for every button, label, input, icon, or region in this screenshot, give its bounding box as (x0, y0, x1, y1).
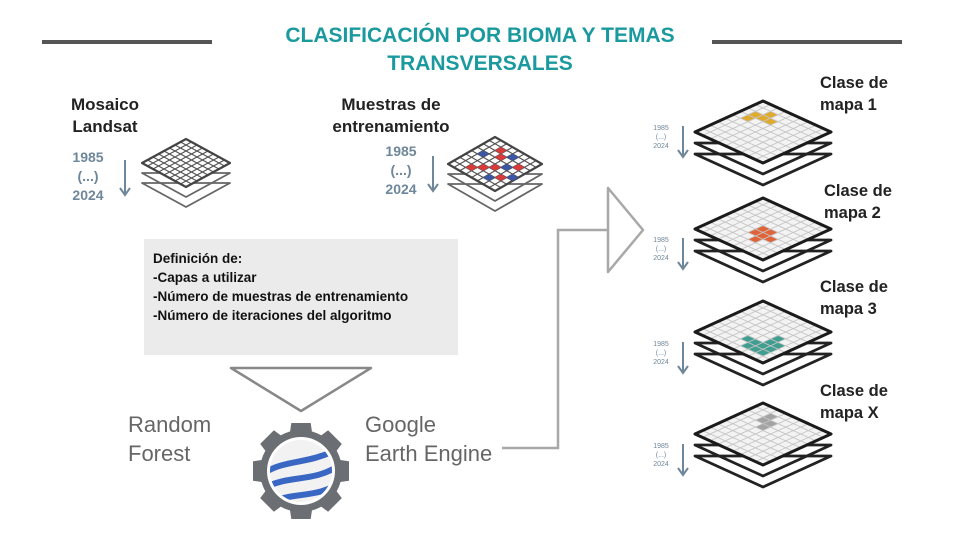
class-year-mid: (...) (655, 452, 667, 459)
landsat-years: 1985 (...) 2024 (64, 148, 112, 205)
training-sample-cell (495, 174, 507, 181)
samples-label: Muestras de entrenamiento (325, 94, 457, 138)
class-year-end: 2024 (653, 359, 669, 366)
algorithm-line1: Random (128, 412, 212, 437)
class-label-line1: Clase de (820, 74, 888, 92)
class-year-start: 1985 (653, 341, 669, 348)
class-label-line2: mapa 1 (820, 96, 877, 114)
class-years: 1985 (...) 2024 (646, 236, 676, 263)
definition-item-layers: -Capas a utilizar (153, 270, 257, 285)
class-label-line1: Clase de (820, 278, 888, 296)
class-label: Clase de mapa 1 (820, 72, 888, 116)
platform-label: Google Earth Engine (365, 410, 492, 468)
class-year-mid: (...) (655, 134, 667, 141)
definition-item-samples: -Número de muestras de entrenamiento (153, 289, 409, 304)
class-year-start: 1985 (653, 443, 669, 450)
training-sample-cell (477, 150, 490, 158)
class-label: Clase de mapa 3 (820, 276, 888, 320)
samples-year-end: 2024 (385, 181, 417, 197)
training-sample-cell (506, 174, 519, 181)
class-map-stack-icon (693, 196, 833, 284)
samples-grid-stack-icon (446, 135, 544, 212)
class-label-line1: Clase de (820, 382, 888, 400)
landsat-time-arrow-icon (119, 160, 131, 197)
platform-line1: Google (365, 412, 436, 437)
landsat-label: Mosaico Landsat (60, 94, 150, 138)
samples-time-arrow-icon (427, 156, 439, 193)
class-year-start: 1985 (653, 125, 669, 132)
samples-label-line1: Muestras de (341, 95, 441, 114)
training-sample-cell (495, 147, 507, 154)
training-sample-cell (483, 174, 495, 181)
class-label: Clase de mapa X (820, 380, 888, 424)
class-year-start: 1985 (653, 237, 669, 244)
earth-engine-logo-icon (253, 423, 349, 519)
samples-year-start: 1985 (385, 143, 417, 159)
class-year-mid: (...) (655, 350, 667, 357)
class-year-end: 2024 (653, 143, 669, 150)
class-label-line2: mapa 3 (820, 300, 877, 318)
landsat-year-mid: (...) (77, 168, 99, 184)
class-year-end: 2024 (653, 255, 669, 262)
class-years: 1985 (...) 2024 (646, 124, 676, 151)
funnel-triangle-icon (229, 366, 373, 413)
class-years: 1985 (...) 2024 (646, 442, 676, 469)
algorithm-label: Random Forest (128, 410, 211, 468)
training-sample-cell (495, 153, 507, 161)
samples-year-mid: (...) (390, 162, 412, 178)
samples-years: 1985 (...) 2024 (378, 142, 424, 199)
definition-item-iterations: -Número de iteraciones del algoritmo (153, 308, 392, 323)
training-sample-cell (506, 153, 519, 161)
definition-box: Definición de: -Capas a utilizar -Número… (144, 239, 458, 355)
landsat-year-end: 2024 (72, 187, 104, 203)
flow-arrow-icon (502, 186, 645, 450)
training-sample-cell (500, 164, 513, 171)
landsat-label-line1: Mosaico (70, 95, 140, 114)
class-years: 1985 (...) 2024 (646, 340, 676, 367)
landsat-label-line2: Landsat (72, 117, 138, 136)
class-time-arrow-icon (677, 126, 689, 159)
class-year-mid: (...) (655, 246, 667, 253)
class-map-stack-icon (693, 99, 833, 187)
definition-heading: Definición de: (153, 251, 243, 266)
class-label-line2: mapa X (820, 404, 879, 422)
page-title: CLASIFICACIÓN POR BIOMA Y TEMAS TRANSVER… (285, 24, 675, 75)
training-sample-cell (489, 164, 501, 171)
class-label-line1: Clase de (824, 182, 892, 200)
samples-label-line2: entrenamiento (332, 117, 450, 136)
algorithm-line2: Forest (128, 441, 191, 466)
platform-line2: Earth Engine (365, 441, 493, 466)
class-time-arrow-icon (677, 342, 689, 375)
training-sample-cell (512, 164, 525, 171)
training-sample-cell (477, 164, 490, 171)
title-rule-right (712, 40, 902, 44)
class-label: Clase de mapa 2 (824, 180, 892, 224)
landsat-year-start: 1985 (72, 149, 104, 165)
class-label-line2: mapa 2 (824, 204, 881, 222)
class-year-end: 2024 (653, 461, 669, 468)
class-time-arrow-icon (677, 238, 689, 271)
landsat-grid-stack-icon (140, 137, 232, 208)
class-time-arrow-icon (677, 444, 689, 477)
title-rule-left (42, 40, 212, 44)
class-map-stack-icon (693, 299, 833, 387)
training-sample-cell (465, 164, 478, 171)
class-map-stack-icon (693, 401, 833, 489)
